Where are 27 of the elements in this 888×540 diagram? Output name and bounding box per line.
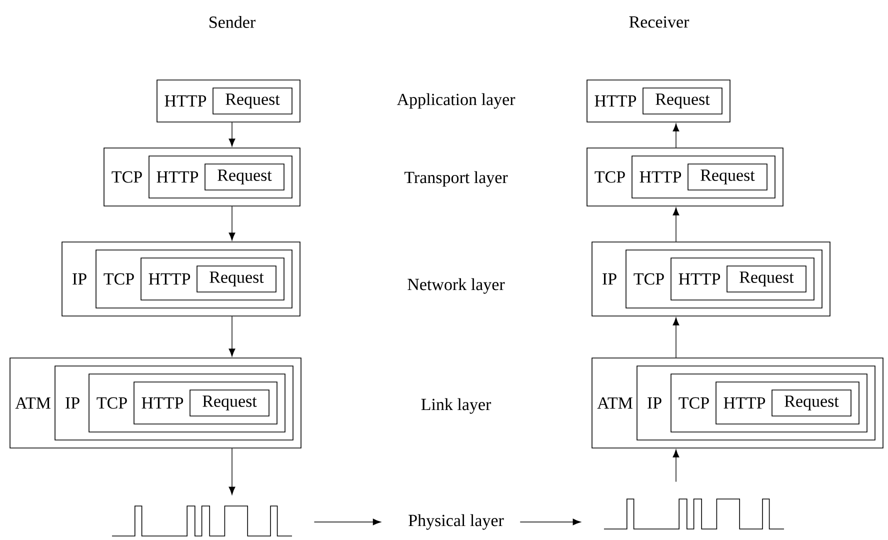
waveform-drawing (604, 498, 784, 530)
layer-name: Transport layer (404, 171, 508, 187)
payload-box: Request (688, 164, 768, 190)
layer-name: Network layer (408, 278, 505, 294)
layer-name: Application layer (396, 93, 516, 109)
arrow (228, 206, 236, 241)
layer-name: Physical layer (408, 514, 504, 530)
column-heading: Receiver (629, 16, 690, 28)
arrow (520, 518, 581, 526)
arrow (672, 123, 680, 148)
arrow (228, 122, 236, 147)
arrow (672, 207, 680, 242)
payload-box: Request (204, 164, 284, 190)
payload-box: Request (196, 266, 276, 292)
payload-box: Request (190, 390, 270, 416)
layer-name: Link layer (421, 398, 492, 414)
payload-box: Request (772, 390, 852, 416)
arrow (672, 317, 680, 358)
payload-box: Request (642, 88, 722, 114)
arrow (228, 316, 236, 357)
waveform-drawing (112, 506, 292, 536)
arrow (672, 449, 680, 482)
payload-box: Request (726, 266, 806, 292)
arrow (228, 448, 236, 495)
column-heading: Sender (210, 16, 256, 28)
payload-box: Request (212, 88, 292, 114)
arrow (314, 518, 381, 526)
